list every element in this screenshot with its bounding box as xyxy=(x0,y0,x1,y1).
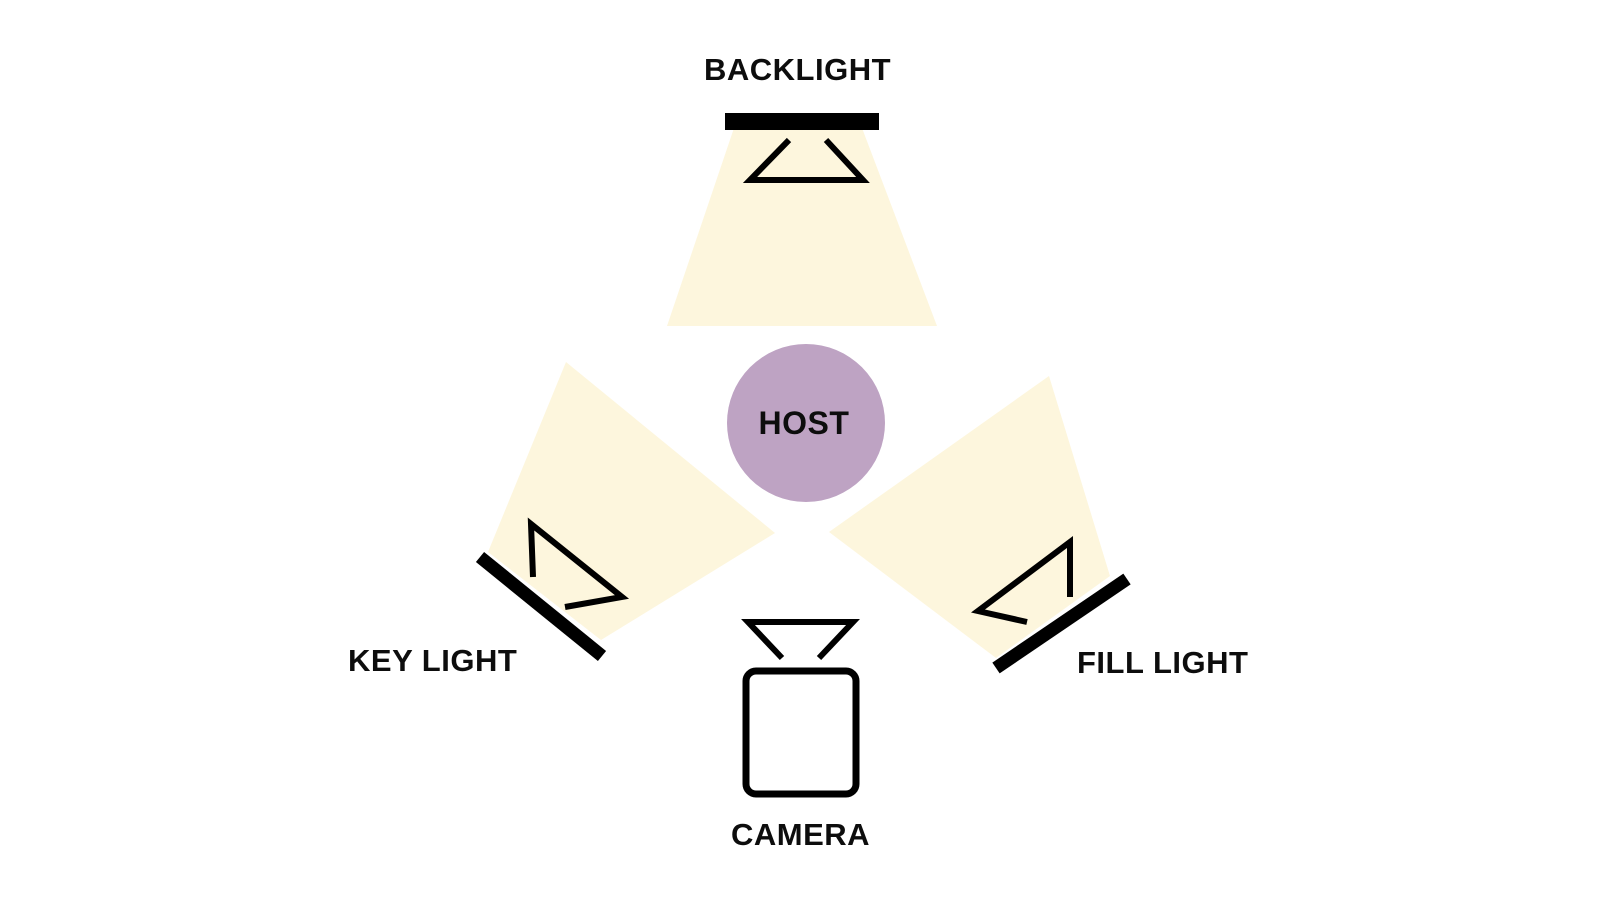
camera-label: CAMERA xyxy=(731,817,871,852)
key-light-label: KEY LIGHT xyxy=(348,643,518,678)
camera-icon xyxy=(741,619,860,798)
backlight-label: BACKLIGHT xyxy=(704,52,892,87)
host-circle xyxy=(727,344,885,502)
backlight-beam xyxy=(667,128,937,326)
key-light-fixture-icon xyxy=(475,517,630,662)
fill-light-beam xyxy=(829,376,1110,658)
key-light-beam xyxy=(488,362,775,640)
fill-light-label: FILL LIGHT xyxy=(1077,645,1249,680)
backlight-fixture-icon xyxy=(725,113,879,183)
fill-light-fixture-icon xyxy=(970,536,1131,674)
host-label: HOST xyxy=(758,405,850,441)
